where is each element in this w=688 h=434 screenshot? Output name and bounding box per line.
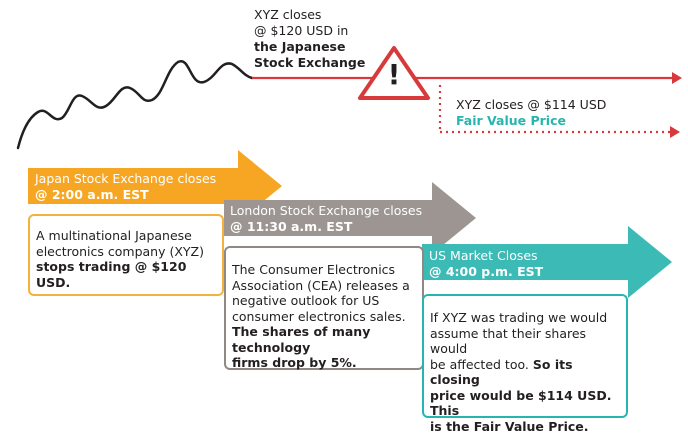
step-3-body-line: assume that their shares would: [430, 326, 626, 357]
jp-close-line-2: @ $120 USD in: [254, 23, 348, 38]
step-1-title: Japan Stock Exchange closes: [35, 170, 216, 187]
jp-close-line-1: XYZ closes: [254, 7, 321, 22]
jp-close-line-4: Stock Exchange: [254, 55, 365, 70]
step-2-body-bold-line: The shares of many technology: [232, 324, 422, 355]
fair-value-price-line-1: XYZ closes @ $114 USD: [456, 97, 606, 112]
step-3-body-bold-line: is the Fair Value Price.: [430, 419, 626, 434]
step-2-box: The Consumer Electronics Association (CE…: [224, 246, 424, 370]
step-2-body-line: Association (CEA) releases a: [232, 278, 422, 294]
step-2-body-line: negative outlook for US: [232, 293, 422, 309]
step-3-body-line: be affected too.: [430, 357, 529, 372]
step-2-title: London Stock Exchange closes: [230, 202, 422, 219]
step-1-body-line: A multinational Japanese: [36, 228, 222, 244]
step-1-body-bold-line: stops trading @ $120 USD.: [36, 259, 222, 290]
step-2-body-bold-line: firms drop by 5%.: [232, 355, 422, 371]
step-1-box: A multinational Japanese electronics com…: [28, 214, 224, 296]
step-2-time: @ 11:30 a.m. EST: [230, 218, 352, 235]
warning-exclamation: !: [384, 58, 404, 92]
fair-value-price-label: Fair Value Price: [456, 113, 566, 128]
jp-close-line-3: the Japanese: [254, 39, 345, 54]
step-3-box: If XYZ was trading we would assume that …: [422, 294, 628, 418]
step-2-body-line: consumer electronics sales.: [232, 309, 422, 325]
step-1-time: @ 2:00 a.m. EST: [35, 186, 149, 203]
dotted-arrowhead: [670, 126, 680, 138]
red-timeline-arrowhead: [672, 72, 682, 84]
step-3-title: US Market Closes: [429, 247, 538, 264]
stock-price-line: [18, 61, 252, 148]
step-2-body-line: The Consumer Electronics: [232, 262, 422, 278]
step-3-body-bold-line: price would be $114 USD. This: [430, 388, 626, 419]
step-3-body-line: If XYZ was trading we would: [430, 310, 626, 326]
step-3-time: @ 4:00 p.m. EST: [429, 263, 543, 280]
step-1-body-line: electronics company (XYZ): [36, 244, 222, 260]
